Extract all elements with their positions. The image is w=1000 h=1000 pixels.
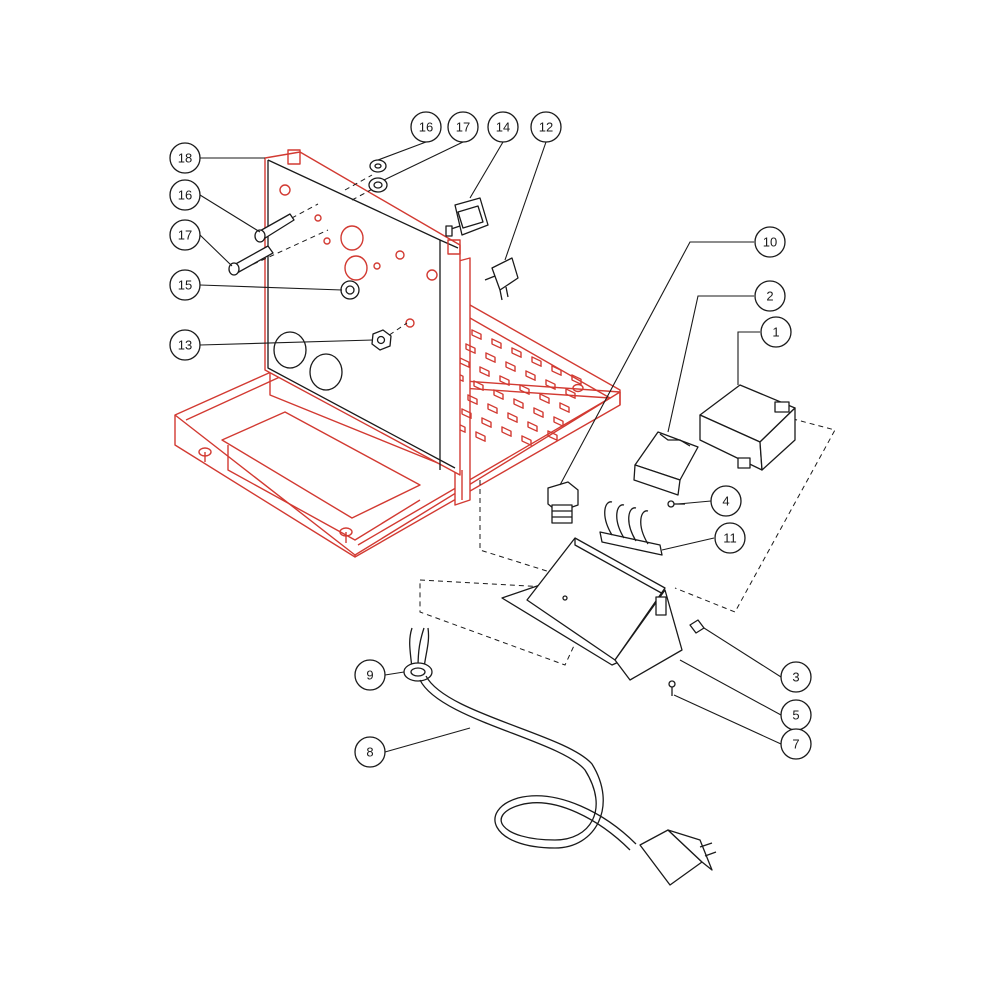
tray-slot bbox=[511, 347, 522, 358]
tray-slot bbox=[473, 380, 484, 391]
callout-14: 14 bbox=[487, 111, 519, 143]
callout-number: 15 bbox=[178, 278, 192, 293]
tray-slot bbox=[501, 426, 512, 437]
callout-number: 7 bbox=[792, 737, 799, 752]
tray-slot bbox=[571, 374, 582, 385]
tray-slot bbox=[471, 329, 482, 340]
callout-number: 17 bbox=[178, 228, 192, 243]
small-screw-part bbox=[668, 680, 676, 696]
tray-slot bbox=[525, 370, 536, 381]
tray-slot bbox=[485, 352, 496, 363]
callout-16-left: 16 bbox=[169, 179, 201, 211]
power-cord-part bbox=[403, 627, 717, 886]
fastener-screw-part bbox=[689, 619, 705, 634]
cable-gland-part bbox=[547, 481, 579, 524]
tray-slot bbox=[465, 343, 476, 354]
tray-slot bbox=[553, 416, 564, 427]
callout-number: 2 bbox=[766, 289, 773, 304]
callout-number: 17 bbox=[456, 120, 470, 135]
callout-number: 18 bbox=[178, 151, 192, 166]
nut-part bbox=[369, 159, 387, 173]
callout-1: 1 bbox=[760, 316, 792, 348]
callout-number: 11 bbox=[723, 531, 737, 546]
callout-number: 4 bbox=[722, 494, 729, 509]
callout-number: 3 bbox=[792, 670, 799, 685]
relay-part bbox=[633, 431, 699, 496]
tray-slot bbox=[539, 393, 550, 404]
callout-12: 12 bbox=[530, 111, 562, 143]
callout-3: 3 bbox=[780, 661, 812, 693]
callout-8: 8 bbox=[354, 736, 386, 768]
terminal-strip-part bbox=[599, 501, 663, 556]
rocker-switch-part bbox=[445, 197, 489, 237]
callout-number: 13 bbox=[178, 338, 192, 353]
callout-15: 15 bbox=[169, 269, 201, 301]
tray-slot bbox=[559, 402, 570, 413]
callout-5: 5 bbox=[780, 699, 812, 731]
callout-10: 10 bbox=[754, 226, 786, 258]
callout-7: 7 bbox=[780, 728, 812, 760]
callout-number: 1 bbox=[772, 325, 779, 340]
tray-slot bbox=[475, 431, 486, 442]
tray-slot bbox=[533, 407, 544, 418]
callout-13: 13 bbox=[169, 329, 201, 361]
thermostat-part bbox=[484, 257, 519, 301]
callout-number: 14 bbox=[496, 120, 510, 135]
mounting-bracket-part bbox=[501, 537, 683, 681]
callout-16-top: 16 bbox=[410, 111, 442, 143]
tray-slot bbox=[499, 375, 510, 386]
tray-slot bbox=[481, 417, 492, 428]
tray-slot bbox=[507, 412, 518, 423]
callout-number: 10 bbox=[763, 235, 777, 250]
tray-slot bbox=[527, 421, 538, 432]
back-panel bbox=[264, 149, 461, 476]
tray-slot bbox=[545, 379, 556, 390]
tray-slot bbox=[493, 389, 504, 400]
tray-slot bbox=[487, 403, 498, 414]
tray-slot bbox=[491, 338, 502, 349]
callout-4: 4 bbox=[710, 485, 742, 517]
callout-18: 18 bbox=[169, 142, 201, 174]
hex-nut-part bbox=[371, 329, 392, 351]
washer-part bbox=[368, 177, 388, 193]
callout-leaders bbox=[199, 141, 782, 753]
callout-number: 5 bbox=[792, 708, 799, 723]
callout-number: 12 bbox=[539, 120, 553, 135]
callout-number: 16 bbox=[419, 120, 433, 135]
callout-2: 2 bbox=[754, 280, 786, 312]
tray-slot bbox=[521, 435, 532, 446]
tray-slot bbox=[461, 408, 472, 419]
tray-slot bbox=[519, 384, 530, 395]
knob-nut-part bbox=[340, 280, 360, 300]
callout-17-top: 17 bbox=[447, 111, 479, 143]
tray-slot bbox=[551, 365, 562, 376]
callout-17-left: 17 bbox=[169, 219, 201, 251]
callout-number: 8 bbox=[366, 745, 373, 760]
bolt-part bbox=[254, 213, 295, 243]
capacitor-box-part bbox=[699, 384, 796, 471]
tray-slot bbox=[513, 398, 524, 409]
tray-slot bbox=[547, 430, 558, 441]
tray-slot bbox=[505, 361, 516, 372]
callout-9: 9 bbox=[354, 659, 386, 691]
callout-11: 11 bbox=[714, 522, 746, 554]
callout-number: 9 bbox=[366, 668, 373, 683]
tray-slot bbox=[531, 356, 542, 367]
tray-slot bbox=[479, 366, 490, 377]
callout-number: 16 bbox=[178, 188, 192, 203]
tray-slot bbox=[565, 388, 576, 399]
tray-slot bbox=[467, 394, 478, 405]
